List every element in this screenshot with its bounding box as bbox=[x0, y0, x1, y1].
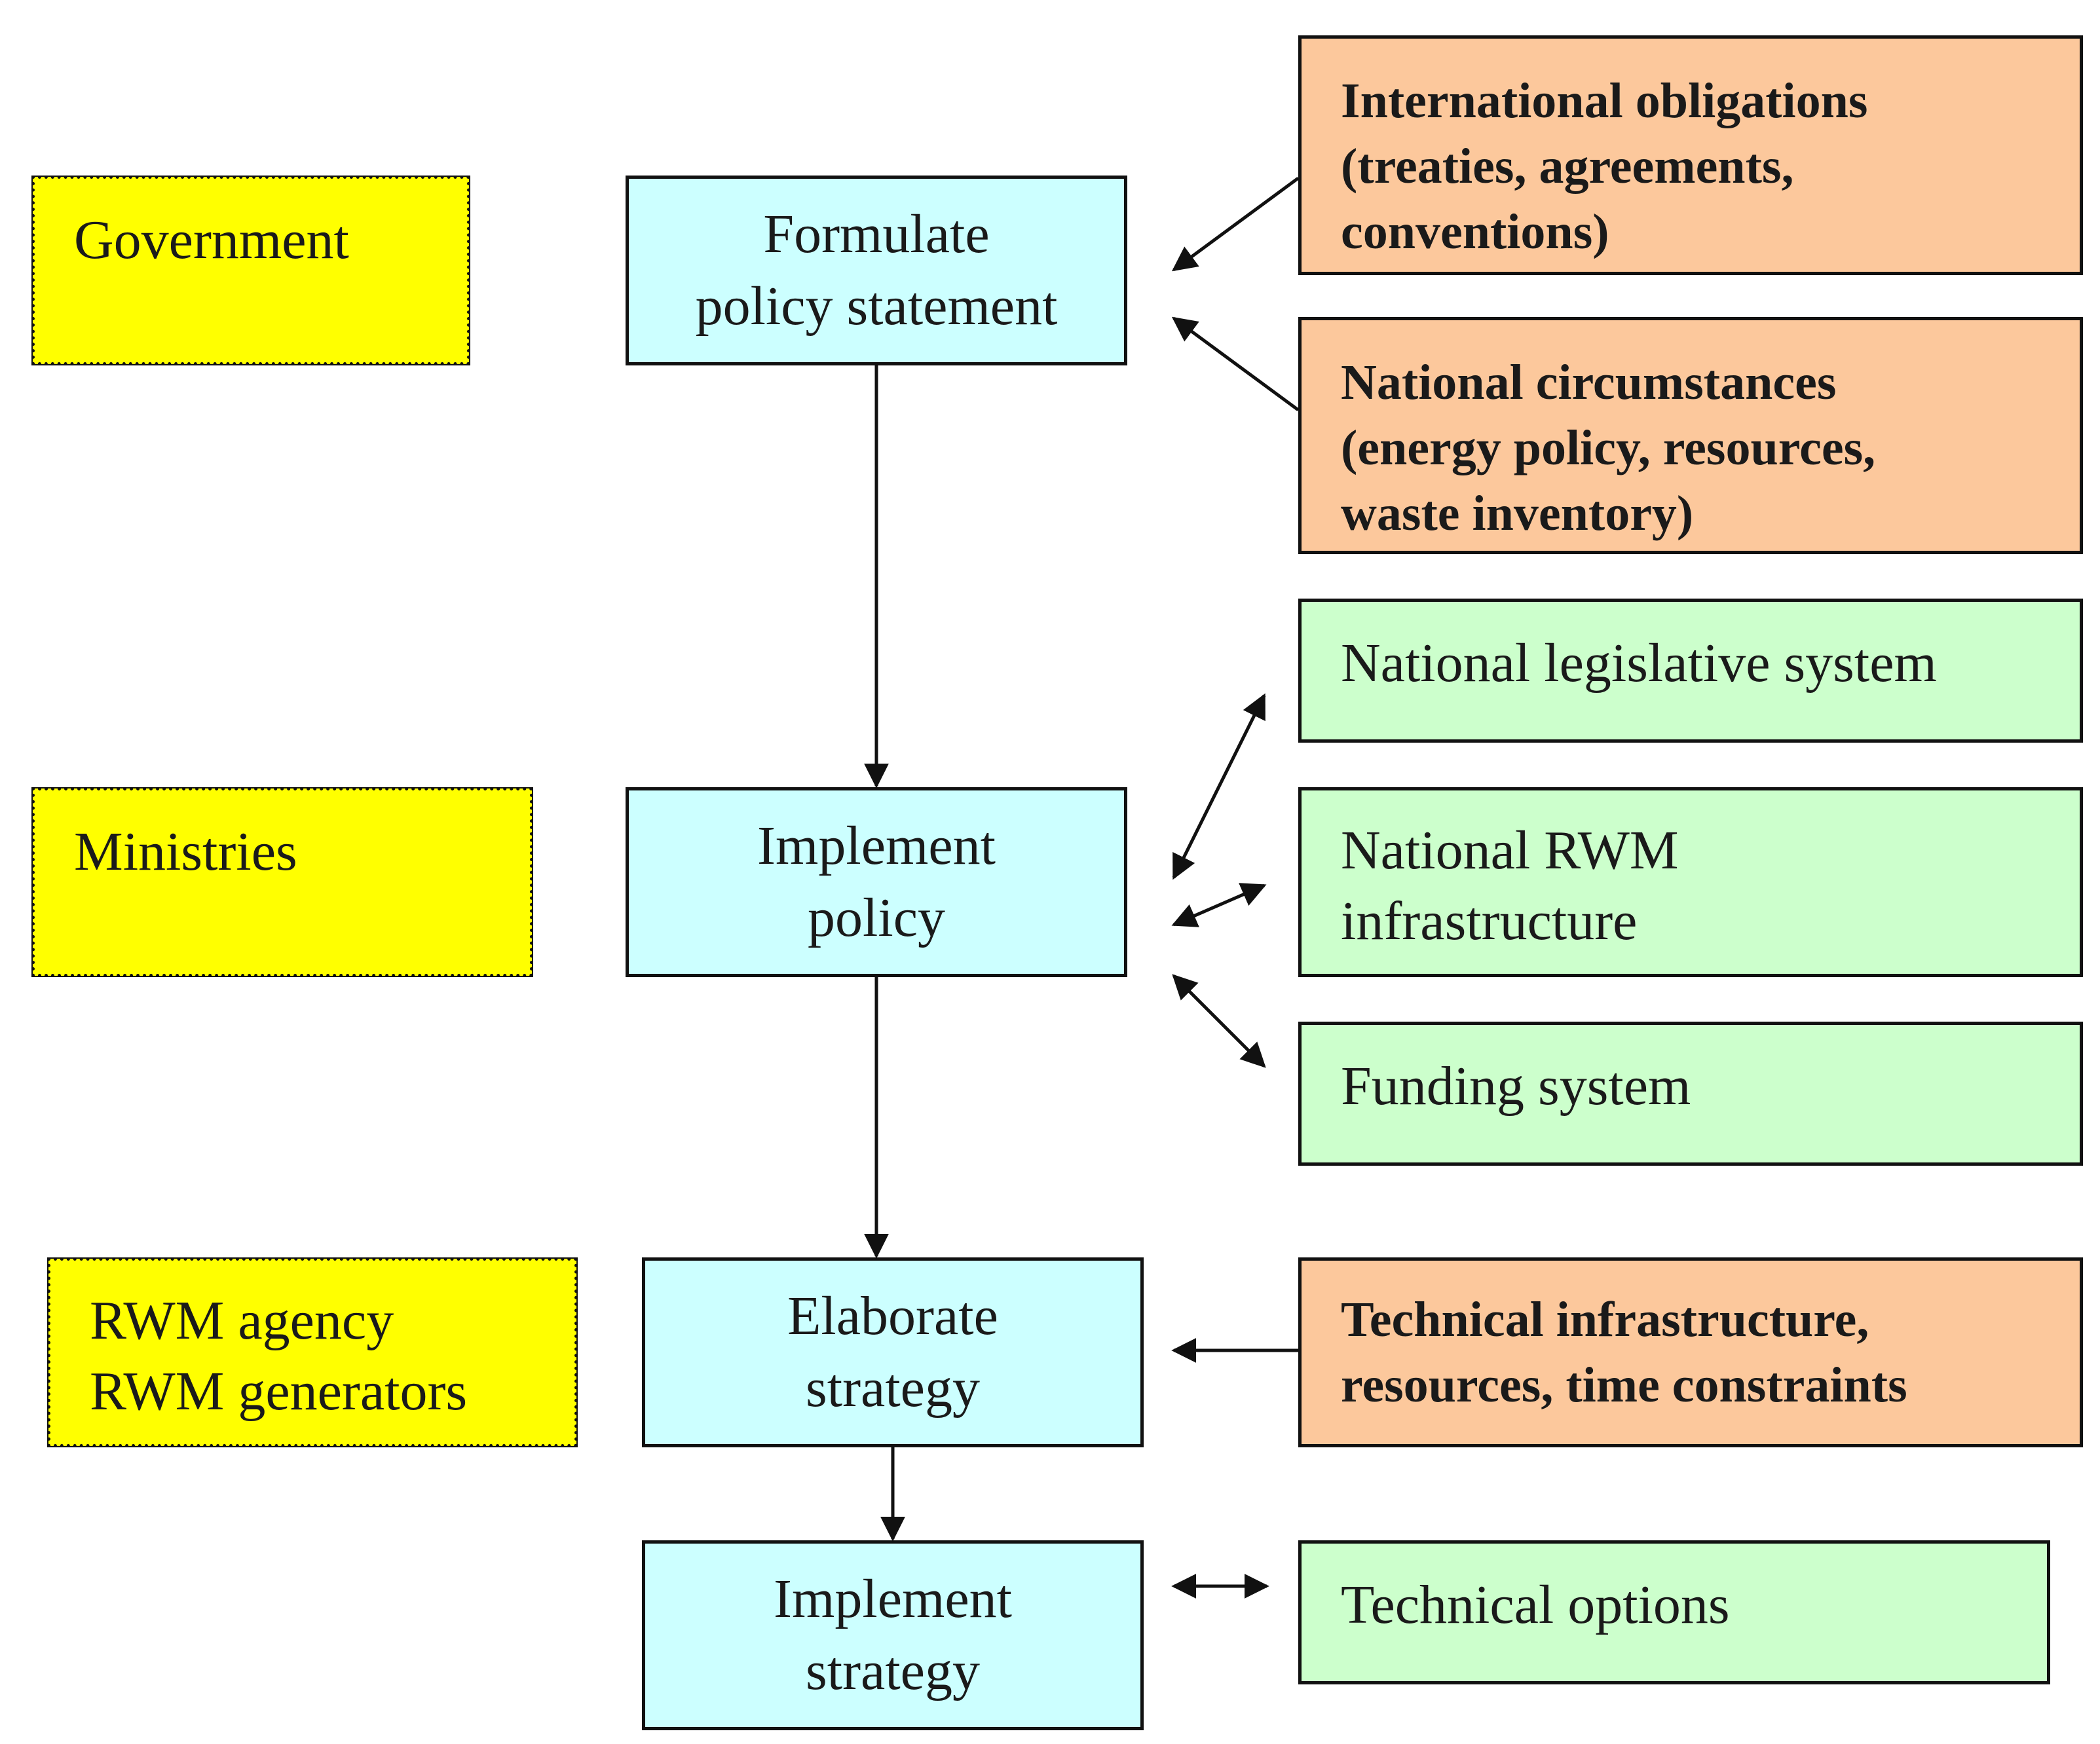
input-technical-options: Technical options bbox=[1298, 1540, 2050, 1684]
arrow-national-circumstances-to-formulate bbox=[1171, 316, 1300, 412]
input-rwm-infrastructure: National RWM infrastructure bbox=[1298, 787, 2083, 977]
step-elaborate-line-1: Elaborate bbox=[787, 1286, 998, 1346]
step-implement-policy: Implement policy bbox=[626, 787, 1127, 977]
legislative-label: National legislative system bbox=[1341, 633, 1937, 694]
actor-government: Government bbox=[31, 176, 470, 365]
international-line-2: (treaties, agreements, bbox=[1341, 139, 1794, 194]
actor-rwm-agency-label: RWM agency bbox=[90, 1290, 394, 1351]
step-implement-strategy-line-2: strategy bbox=[806, 1641, 980, 1701]
arrow-infrastructure-implement-policy bbox=[1171, 883, 1267, 927]
national-circumstances-line-3: waste inventory) bbox=[1341, 486, 1694, 541]
arrow-international-to-formulate bbox=[1171, 176, 1300, 272]
actor-rwm: RWM agency RWM generators bbox=[47, 1257, 578, 1447]
input-funding-system: Funding system bbox=[1298, 1022, 2083, 1166]
input-legislative-system: National legislative system bbox=[1298, 599, 2083, 743]
technical-infrastructure-line-2: resources, time constraints bbox=[1341, 1358, 1907, 1413]
input-technical-infrastructure: Technical infrastructure, resources, tim… bbox=[1298, 1257, 2083, 1447]
international-line-1: International obligations bbox=[1341, 73, 1868, 128]
national-circumstances-line-1: National circumstances bbox=[1341, 355, 1837, 410]
step-implement-policy-line-1: Implement bbox=[757, 815, 996, 876]
infrastructure-line-1: National RWM bbox=[1341, 820, 1679, 881]
funding-label: Funding system bbox=[1341, 1056, 1691, 1117]
actor-ministries: Ministries bbox=[31, 787, 533, 977]
arrow-funding-implement-policy bbox=[1172, 974, 1266, 1068]
actor-rwm-generators-label: RWM generators bbox=[90, 1361, 468, 1422]
step-formulate-line-1: Formulate bbox=[763, 204, 990, 265]
step-implement-strategy-line-1: Implement bbox=[774, 1568, 1012, 1629]
arrow-legislative-implement-policy bbox=[1172, 693, 1266, 880]
technical-infrastructure-line-1: Technical infrastructure, bbox=[1341, 1292, 1869, 1347]
input-international-obligations: International obligations (treaties, agr… bbox=[1298, 35, 2083, 275]
infrastructure-line-2: infrastructure bbox=[1341, 891, 1638, 952]
step-elaborate-strategy: Elaborate strategy bbox=[642, 1257, 1144, 1447]
technical-options-label: Technical options bbox=[1341, 1574, 1730, 1635]
input-national-circumstances: National circumstances (energy policy, r… bbox=[1298, 317, 2083, 554]
international-line-3: conventions) bbox=[1341, 204, 1609, 259]
step-formulate-policy: Formulate policy statement bbox=[626, 176, 1127, 365]
step-formulate-line-2: policy statement bbox=[695, 276, 1058, 337]
national-circumstances-line-2: (energy policy, resources, bbox=[1341, 420, 1876, 475]
actor-government-label: Government bbox=[74, 210, 349, 270]
actor-ministries-label: Ministries bbox=[74, 821, 297, 882]
step-implement-policy-line-2: policy bbox=[808, 887, 945, 948]
step-elaborate-line-2: strategy bbox=[806, 1358, 980, 1419]
step-implement-strategy: Implement strategy bbox=[642, 1540, 1144, 1730]
